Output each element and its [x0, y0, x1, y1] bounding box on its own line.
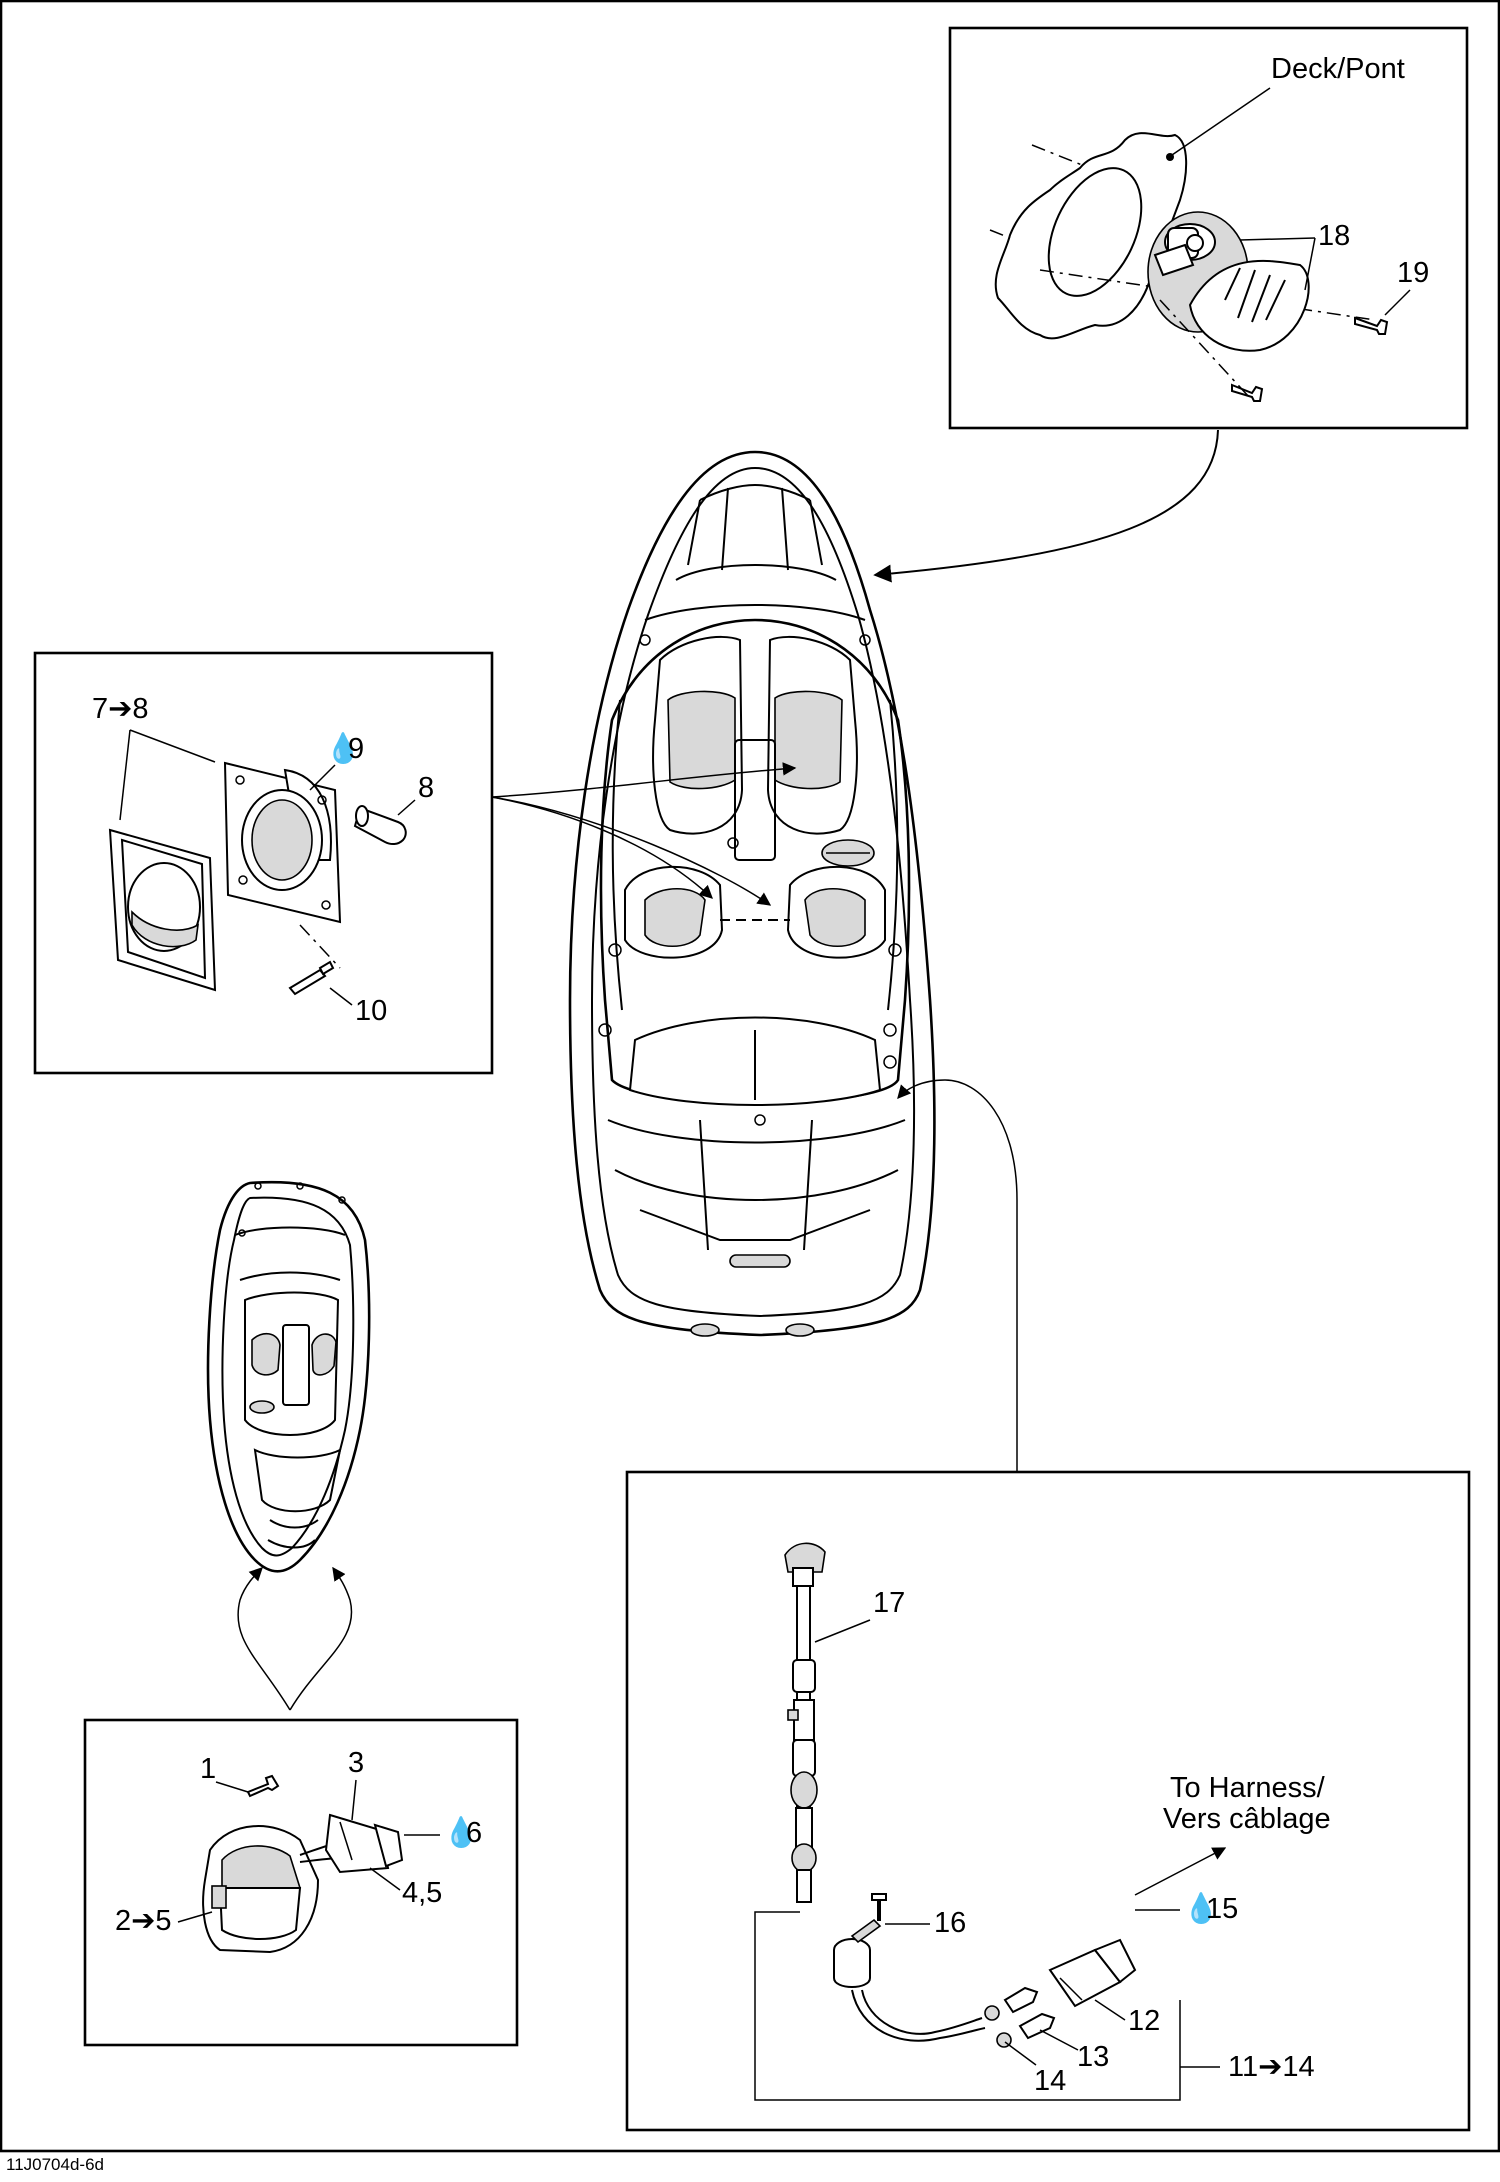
- seat-icon: [624, 865, 724, 959]
- harness-label-line1: To Harness/: [1170, 1772, 1326, 1804]
- pointer-horn: [873, 429, 1219, 583]
- deck-panel: [994, 132, 1188, 340]
- mast-light-pole-icon: [784, 1542, 826, 1903]
- drop-icon: 💧: [443, 1815, 479, 1849]
- boat-bow-view: [206, 1180, 371, 1573]
- callout-10: 10: [355, 995, 387, 1027]
- callout-14: 14: [1034, 2065, 1066, 2097]
- light-housing-icon: [223, 761, 342, 924]
- footer-code: 11J0704d-6d: [6, 2155, 104, 2174]
- mast-light-inset-frame: [625, 1470, 1471, 2132]
- seal-icon: [984, 2005, 1000, 2021]
- horn-icon: [1147, 211, 1310, 352]
- screw-icon: [246, 1774, 280, 1798]
- interior-light-inset-frame: [33, 651, 494, 1075]
- light-bezel-icon: [108, 828, 217, 992]
- bow-light-inset-frame: [83, 1718, 519, 2047]
- seat-icon: [251, 1332, 281, 1376]
- pointer-mast: [897, 1079, 1018, 1472]
- callout-2-5: 2➔5: [115, 1905, 172, 1937]
- bow-light-icon: [202, 1825, 320, 1954]
- screw-icon: [871, 1893, 887, 1921]
- pointer-interior-1: [491, 762, 797, 798]
- mast-light-inset: 17 16 14 13: [625, 1470, 1471, 2132]
- callout-4-5: 4,5: [402, 1877, 442, 1909]
- screw-icon: [1231, 383, 1264, 402]
- callout-13: 13: [1077, 2041, 1109, 2073]
- deck-label: Deck/Pont: [1271, 53, 1405, 85]
- callout-7-8: 7➔8: [92, 693, 149, 725]
- harness-arrow: [1134, 1847, 1227, 1896]
- harness-label-line2: Vers câblage: [1163, 1803, 1331, 1835]
- bulb-icon: [353, 805, 407, 846]
- pointer-interior-3: [491, 796, 772, 906]
- screw-icon: [1354, 316, 1389, 335]
- seat-icon: [786, 865, 886, 959]
- steering-wheel-icon: [821, 839, 875, 867]
- connector-icon: [324, 1813, 404, 1874]
- callout-16: 16: [934, 1907, 966, 1939]
- callout-8: 8: [418, 772, 434, 804]
- callout-11-14: 11➔14: [1228, 2051, 1315, 2083]
- bow-light-inset: 1 3 💧 6 4,5 2➔5: [83, 1718, 519, 2047]
- callout-18: 18: [1318, 220, 1350, 252]
- callout-3: 3: [348, 1747, 364, 1779]
- callout-6: 6: [466, 1817, 482, 1849]
- pointer-bow-left: [237, 1567, 291, 1711]
- drop-icon: 💧: [325, 731, 361, 765]
- interior-light-inset: 7➔8 💧 9 8: [33, 651, 494, 1075]
- horn-inset: Deck/Pont 18 19: [948, 26, 1469, 430]
- seat-icon: [311, 1333, 337, 1376]
- callout-12: 12: [1128, 2005, 1160, 2037]
- callout-15: 15: [1206, 1893, 1238, 1925]
- rivet-icon: [288, 960, 335, 996]
- mast-socket-icon: [833, 1918, 986, 2042]
- callout-1: 1: [200, 1753, 216, 1785]
- deck-cutout: [1047, 167, 1143, 297]
- horn-inset-frame: [948, 26, 1469, 430]
- callout-17: 17: [873, 1587, 905, 1619]
- pointer-bow-right: [289, 1566, 353, 1711]
- terminal-icon: [1003, 1986, 1056, 2040]
- connector-housing-icon: [1048, 1938, 1137, 2008]
- callout-9: 9: [348, 733, 364, 765]
- boat-top-view: [568, 450, 936, 1337]
- callout-19: 19: [1397, 257, 1429, 289]
- drop-icon: 💧: [1183, 1891, 1219, 1925]
